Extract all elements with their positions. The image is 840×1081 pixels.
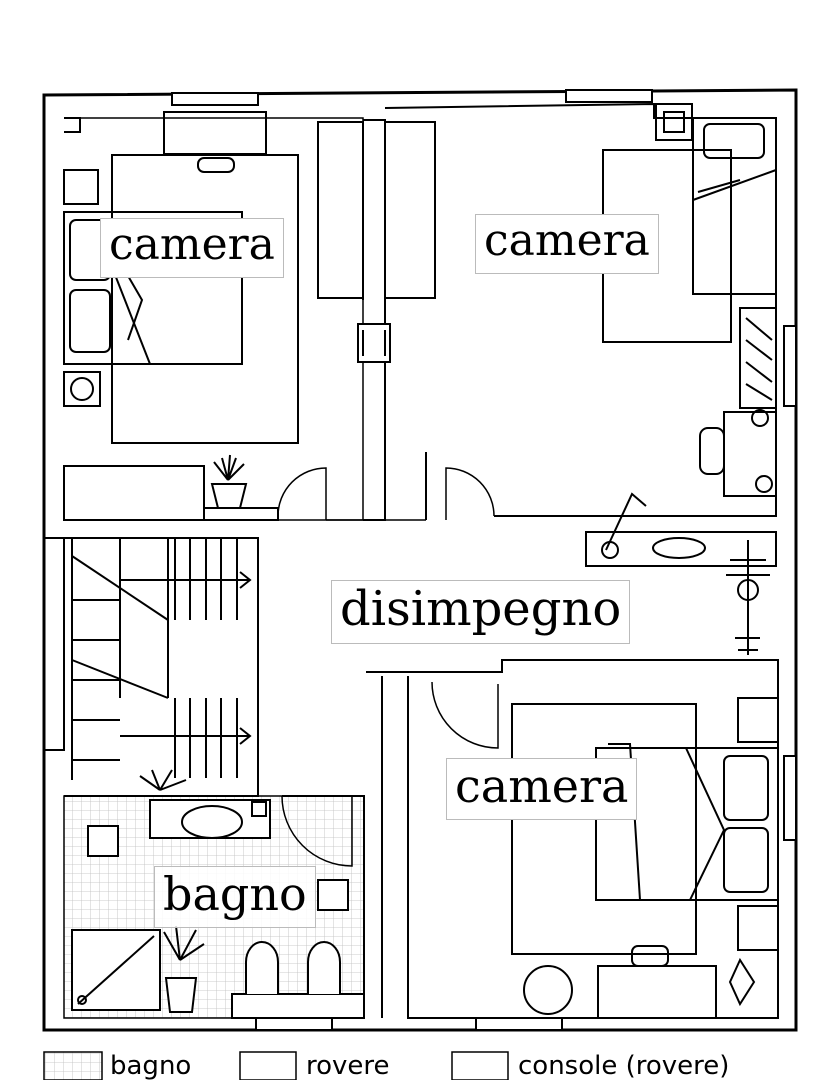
desk-top-right <box>723 411 777 497</box>
wardrobe-top-right <box>384 121 436 299</box>
bidet <box>231 993 365 1019</box>
room-label-bagno: bagno <box>154 866 316 928</box>
bed-top-left <box>63 211 243 365</box>
rug-top-left <box>111 154 299 444</box>
legend-swatch-bagno <box>43 1051 103 1080</box>
bookshelf-top-right <box>739 307 777 409</box>
legend-label-console: console (rovere) <box>518 1051 730 1081</box>
legend-swatch-rovere <box>239 1051 297 1080</box>
bed-top-right <box>692 117 777 295</box>
wardrobe-top-left <box>317 121 364 299</box>
staircase <box>64 537 259 797</box>
room-label-camera-top-right: camera <box>475 214 659 274</box>
room-label-camera-bottom-right: camera <box>446 758 638 820</box>
room-label-camera-top-left: camera <box>100 218 284 278</box>
legend-label-rovere: rovere <box>306 1051 390 1081</box>
desk-top-left <box>163 111 267 155</box>
console-table <box>585 531 777 567</box>
legend-swatch-console <box>451 1051 509 1080</box>
legend-label-bagno: bagno <box>110 1051 192 1081</box>
rug-bottom-right <box>511 703 697 955</box>
coat-stand <box>726 540 770 655</box>
room-label-disimpegno: disimpegno <box>331 580 631 644</box>
sideboard-top-left <box>63 465 205 521</box>
desk-bottom-right <box>597 965 717 1019</box>
outer-wall <box>42 88 798 1032</box>
